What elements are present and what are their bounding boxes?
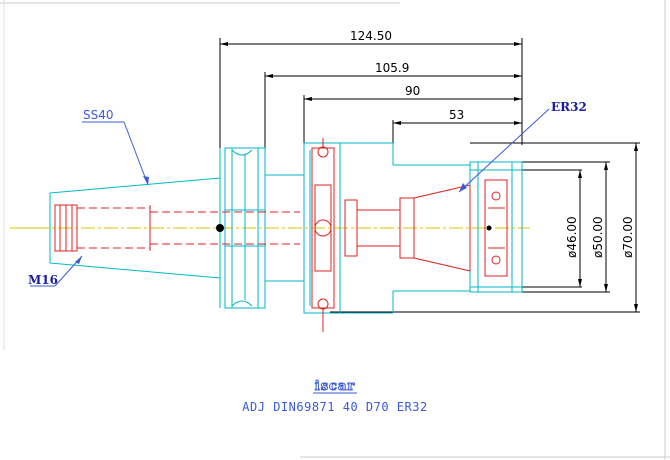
label-taper-ss40: SS40 (83, 108, 114, 122)
label-thread-m16: M16 (28, 273, 58, 287)
center-mark-left (216, 224, 224, 232)
dim-length-3: 90 (405, 84, 420, 98)
dim-overall-length: 124.50 (350, 29, 392, 43)
dim-length-2: 105.9 (375, 61, 409, 75)
callout-arrow-er32 (459, 183, 467, 192)
dimension-lines (219, 38, 640, 313)
dim-diameter-50: ø50.00 (591, 216, 605, 258)
brand-logo-text: iscar (315, 379, 355, 394)
dim-length-4: 53 (449, 108, 464, 122)
tool-outline (49, 142, 523, 314)
drawing-caption: ADJ DIN69871 40 D70 ER32 (242, 400, 427, 414)
internal-features (54, 138, 508, 332)
brand-logo: iscar (313, 379, 357, 395)
callout-arrow-m16 (75, 256, 82, 264)
callout-leaders (30, 108, 550, 287)
center-mark-right (486, 225, 492, 231)
dim-diameter-46: ø46.00 (565, 216, 579, 258)
label-collet-er32: ER32 (551, 100, 587, 114)
dimension-arrows (220, 42, 638, 312)
dim-diameter-70: ø70.00 (621, 216, 635, 258)
callout-arrow-ss40 (143, 176, 149, 185)
